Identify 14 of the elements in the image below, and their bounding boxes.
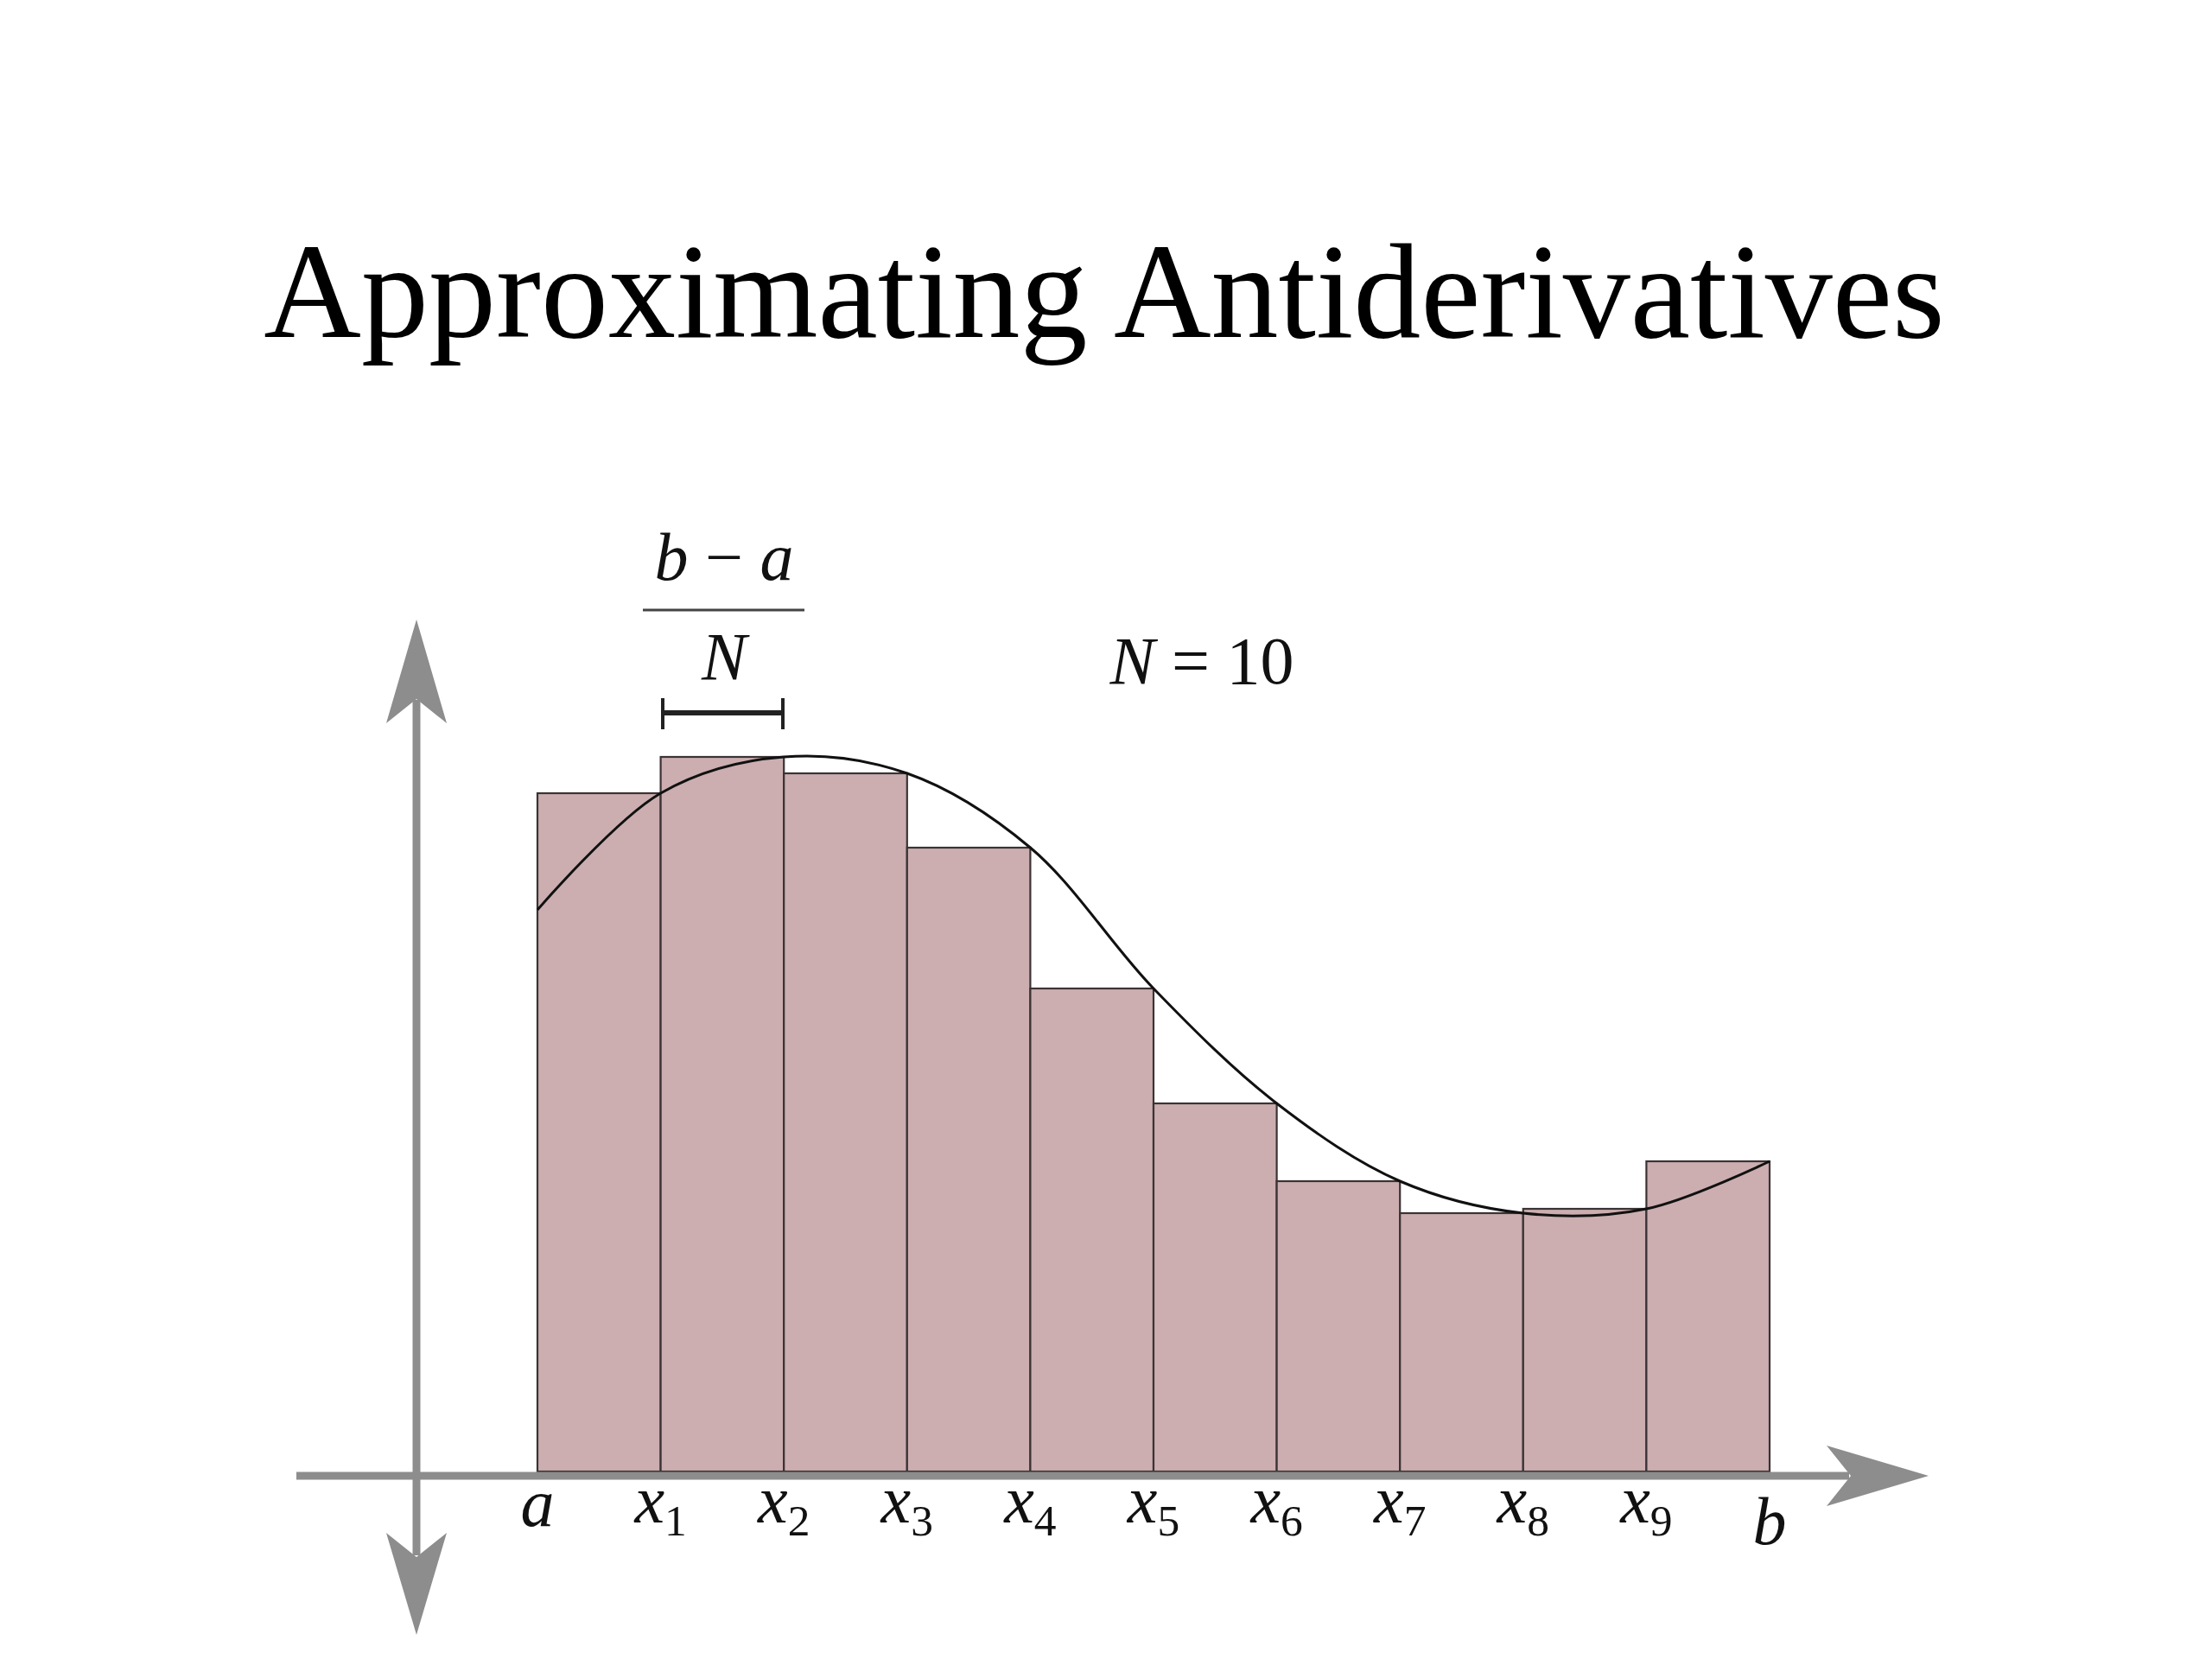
axis-label: x$_{3}$ <box>880 1460 933 1542</box>
axis-label: x$_{4}$ <box>1004 1460 1057 1542</box>
axis-label: x$_{5}$ <box>1127 1460 1180 1542</box>
axis-label: b <box>1752 1482 1787 1560</box>
fraction-numerator: b − a <box>654 518 794 596</box>
axis-label: x$_{7}$ <box>1374 1460 1427 1542</box>
equation-label: N = 10 <box>1109 621 1294 700</box>
axis-label: x$_{6}$ <box>1250 1460 1303 1542</box>
axis-label: a <box>520 1464 555 1542</box>
title: Approximating Antiderivatives <box>264 215 1945 368</box>
axis-label: x$_{1}$ <box>634 1460 687 1542</box>
axis-label: x$_{2}$ <box>758 1460 810 1542</box>
axis-label: x$_{9}$ <box>1620 1460 1673 1542</box>
axis-label: x$_{8}$ <box>1497 1460 1549 1542</box>
